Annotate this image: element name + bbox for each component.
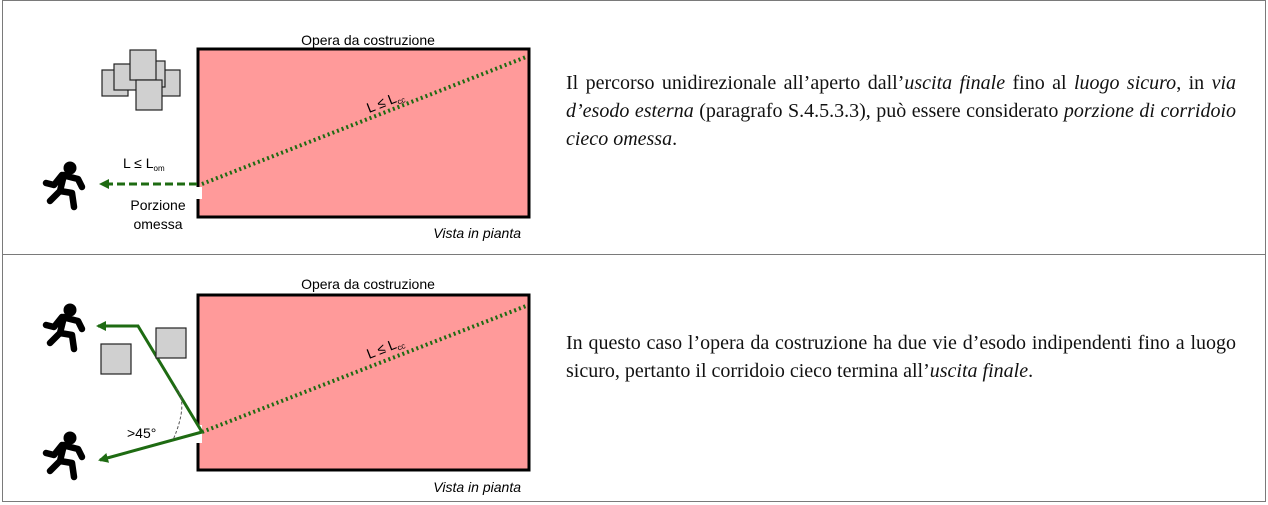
panel-two-exit-routes: Opera da costruzione Vista in pianta L ≤… bbox=[3, 255, 1265, 505]
angle-label: >45° bbox=[127, 425, 156, 441]
obstacle-square-icon bbox=[155, 327, 187, 359]
stacked-boxes-icon bbox=[101, 49, 181, 111]
omitted-caption-line1: Porzione bbox=[130, 197, 185, 213]
view-label: Vista in pianta bbox=[433, 479, 521, 495]
panel-omitted-portion: Opera da costruzione Vista in pianta L ≤… bbox=[3, 1, 1265, 251]
building-label: Opera da costruzione bbox=[301, 276, 435, 292]
description-omitted-portion: Il percorso unidirezionale all’aperto da… bbox=[566, 72, 1237, 150]
description-two-exit-routes: In questo caso l’opera da costruzione ha… bbox=[566, 332, 1236, 382]
running-person-icon bbox=[46, 304, 82, 350]
diagram-omitted-portion: Opera da costruzione Vista in pianta L ≤… bbox=[3, 1, 563, 251]
exit-route-lower bbox=[98, 430, 203, 463]
diagram-two-exit-routes: Opera da costruzione Vista in pianta L ≤… bbox=[3, 255, 563, 505]
building-plan bbox=[196, 293, 531, 472]
angle-arc bbox=[172, 387, 183, 441]
omitted-length-label: L ≤ Lom bbox=[123, 155, 165, 173]
building-plan bbox=[196, 47, 531, 219]
omitted-caption-line2: omessa bbox=[133, 216, 182, 232]
obstacle-square-icon bbox=[100, 343, 132, 375]
view-label: Vista in pianta bbox=[433, 225, 521, 241]
final-exit-gap bbox=[195, 187, 202, 199]
row-divider bbox=[3, 254, 1265, 255]
running-person-icon bbox=[46, 432, 82, 478]
dead-end-path bbox=[201, 55, 527, 186]
running-person-icon bbox=[46, 162, 82, 208]
exit-route-upper bbox=[96, 321, 204, 433]
building-label: Opera da costruzione bbox=[301, 32, 435, 48]
